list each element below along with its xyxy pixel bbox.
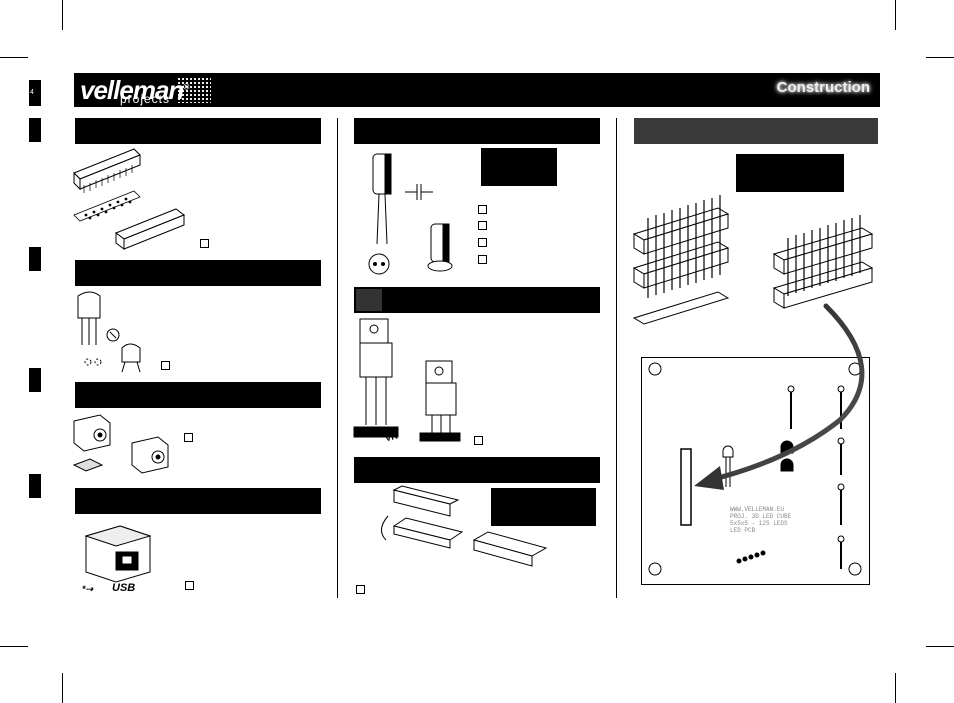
edge-tab [29, 474, 41, 498]
instruction-box [491, 488, 596, 526]
step-bar-ic-sockets [75, 118, 321, 144]
crop-mark [62, 0, 63, 30]
silkscreen-line: LED PCB [730, 527, 756, 534]
silkscreen-line: PROJ. 3D LED CUBE [730, 513, 792, 520]
checkbox[interactable] [185, 581, 194, 590]
edge-tab [29, 118, 41, 142]
checkbox[interactable] [184, 433, 193, 442]
edge-tab: 4 [29, 80, 41, 106]
pin-header-illustration [632, 195, 874, 325]
logo-dot-pattern [177, 77, 211, 103]
ic-placement-illustration [381, 485, 548, 567]
usb-logo-symbol: *⇢ [82, 584, 94, 594]
step-bar-usb-connector [75, 488, 321, 514]
checkbox[interactable] [356, 585, 365, 594]
crop-mark [0, 646, 28, 647]
silkscreen-line: 5x5x5 - 125 LEDS [730, 520, 788, 527]
step-bar-transistor [75, 260, 321, 286]
crop-mark [895, 0, 896, 30]
transistor-illustration [77, 291, 141, 373]
crop-mark [926, 646, 954, 647]
step-bar-dc-jack [75, 382, 321, 408]
checkbox[interactable] [478, 238, 487, 247]
usb-connector-illustration [84, 525, 152, 583]
capacitor-illustration [368, 153, 453, 275]
voltage-regulator-illustration [353, 318, 461, 442]
checkbox[interactable] [478, 221, 487, 230]
crop-mark [0, 57, 28, 58]
checkbox[interactable] [478, 205, 487, 214]
section-title: Construction [776, 79, 870, 96]
instruction-box [481, 148, 557, 186]
checkbox[interactable] [161, 361, 170, 370]
page-marker: 4 [30, 89, 34, 96]
header-banner: velleman® projects Construction [74, 73, 880, 107]
edge-tab [29, 247, 41, 271]
crop-mark [62, 673, 63, 703]
pcb-overlay-illustration [648, 362, 862, 576]
checkbox[interactable] [474, 436, 483, 445]
step-bar-voltage-regulators [354, 287, 600, 313]
crop-mark [926, 57, 954, 58]
bar-accent [356, 289, 382, 311]
pcb-silkscreen: WWW.VELLEMAN.EU PROJ. 3D LED CUBE 5x5x5 … [730, 506, 791, 534]
dc-jack-illustration [72, 414, 169, 474]
column-divider [337, 118, 338, 598]
column-divider [616, 118, 617, 598]
step-bar-pin-headers [634, 118, 878, 144]
instruction-box [736, 154, 844, 192]
silkscreen-line: WWW.VELLEMAN.EU [730, 506, 785, 513]
ic-socket-illustration [73, 148, 186, 250]
usb-label: USB [112, 582, 136, 594]
step-bar-ic-placement [354, 457, 600, 483]
led-pcb-board: WWW.VELLEMAN.EU PROJ. 3D LED CUBE 5x5x5 … [641, 357, 870, 585]
crop-mark [895, 673, 896, 703]
checkbox[interactable] [478, 255, 487, 264]
edge-tab [29, 368, 41, 392]
placement-arrow [694, 303, 865, 490]
logo-text: velleman [80, 75, 184, 105]
checkbox[interactable] [200, 239, 209, 248]
logo-subtitle: projects [120, 92, 171, 106]
step-bar-capacitors [354, 118, 600, 144]
